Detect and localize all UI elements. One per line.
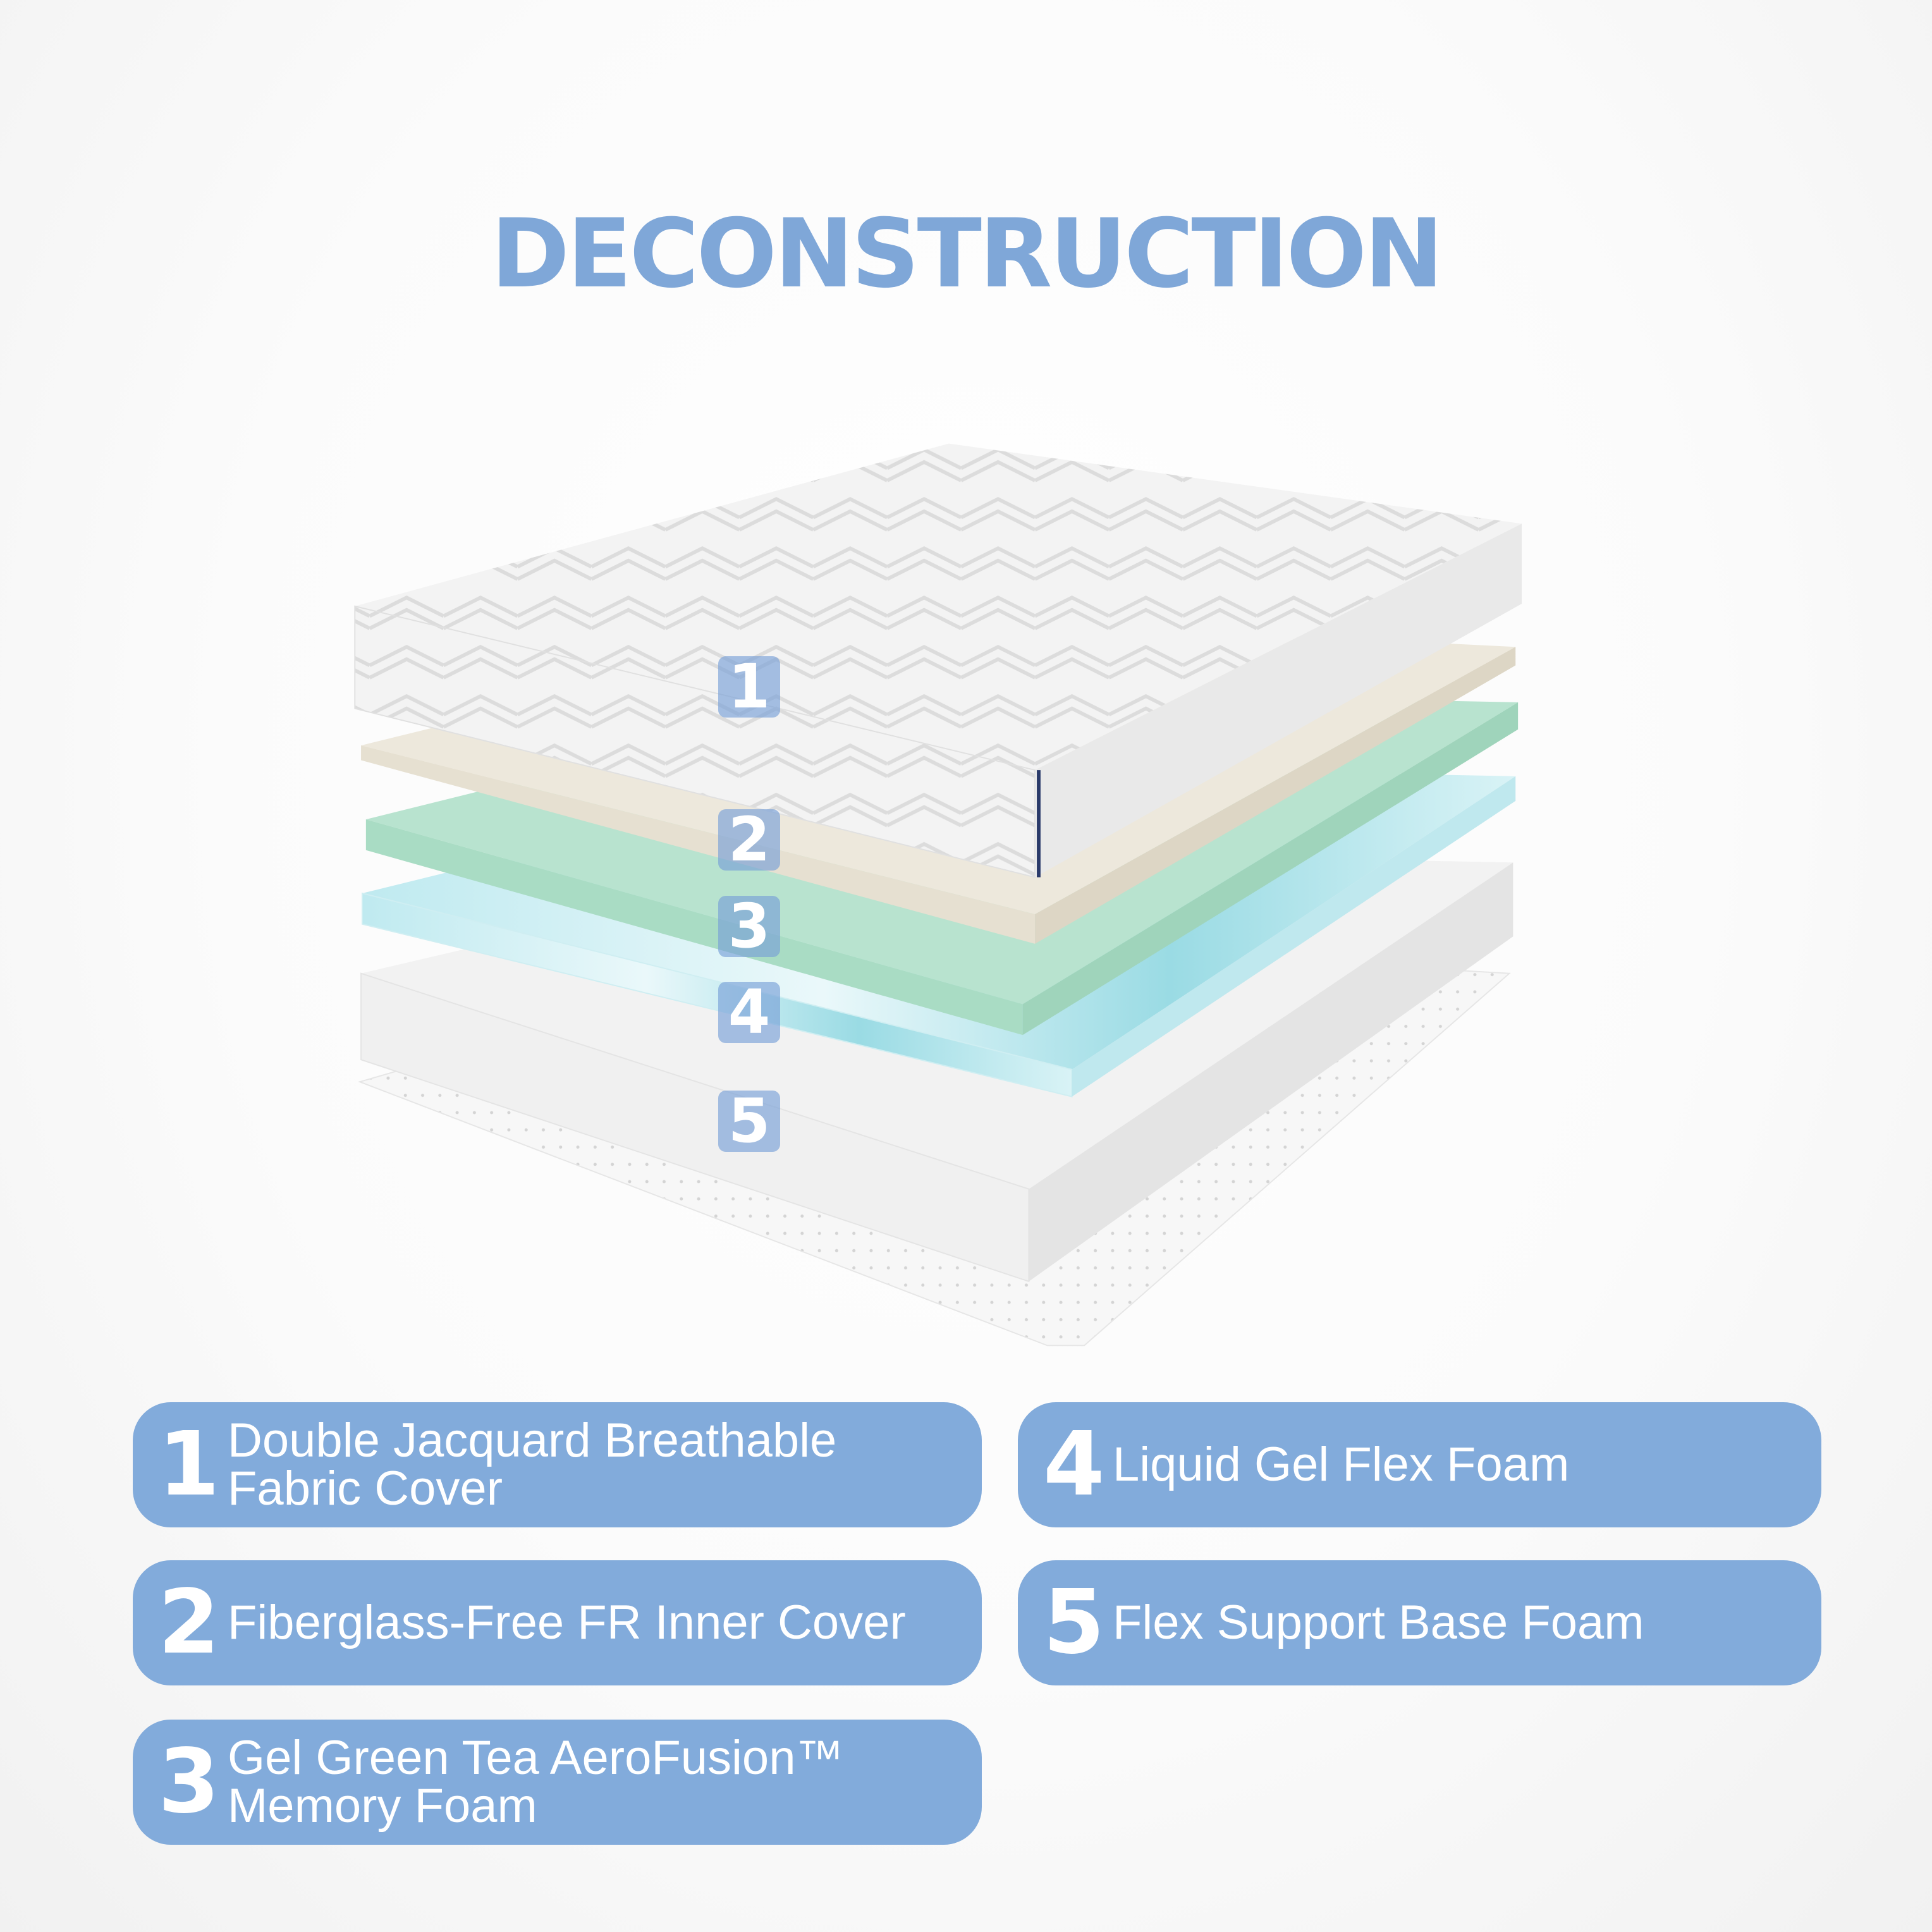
page-title: DECONSTRUCTION bbox=[491, 199, 1443, 309]
legend-label: Double Jacquard Breathable Fabric Cover bbox=[228, 1414, 837, 1515]
layer-badge-2: 2 bbox=[718, 809, 780, 871]
legend-item-4: 4 Liquid Gel Flex Foam bbox=[1018, 1402, 1821, 1527]
legend-number: 4 bbox=[1043, 1413, 1105, 1516]
layer-badge-1: 1 bbox=[718, 656, 780, 718]
legend-item-5: 5 Flex Support Base Foam bbox=[1018, 1560, 1821, 1685]
legend-number: 2 bbox=[158, 1571, 220, 1674]
legend-item-2: 2 Fiberglass-Free FR Inner Cover bbox=[133, 1560, 982, 1685]
legend-item-1: 1 Double Jacquard Breathable Fabric Cove… bbox=[133, 1402, 982, 1527]
legend-label: Liquid Gel Flex Foam bbox=[1113, 1438, 1570, 1491]
legend-item-3: 3 Gel Green Tea AeroFusion™ Memory Foam bbox=[133, 1720, 982, 1845]
legend-number: 3 bbox=[158, 1730, 220, 1833]
legend-number: 1 bbox=[158, 1413, 220, 1516]
layer-badge-4: 4 bbox=[718, 982, 780, 1043]
layer-1-fabric-cover bbox=[354, 443, 1522, 878]
layer-badge-3: 3 bbox=[718, 896, 780, 957]
legend-number: 5 bbox=[1043, 1571, 1105, 1674]
legend-label: Flex Support Base Foam bbox=[1113, 1596, 1644, 1649]
legend-label: Fiberglass-Free FR Inner Cover bbox=[228, 1596, 906, 1649]
legend-label: Gel Green Tea AeroFusion™ Memory Foam bbox=[228, 1731, 844, 1833]
layer-badge-5: 5 bbox=[718, 1091, 780, 1152]
